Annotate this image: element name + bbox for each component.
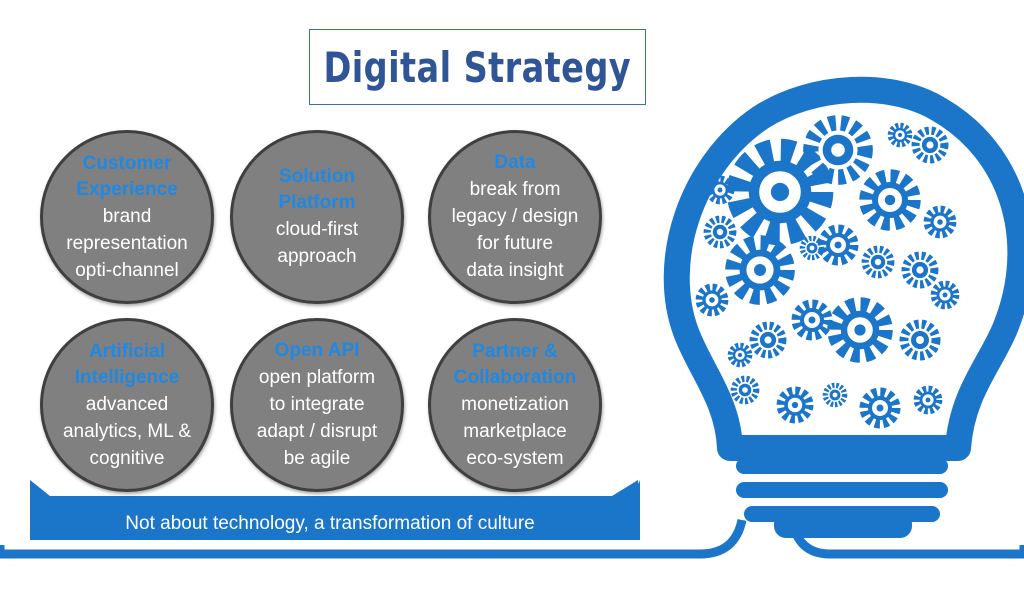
pillar-title: Experience	[76, 178, 178, 200]
pillar-solution-platform: Solution Platform cloud-first approach	[230, 130, 404, 304]
pillar-body: legacy / design	[451, 206, 579, 227]
gears	[699, 123, 956, 424]
pillar-title: Solution	[279, 166, 355, 187]
pillar-title: Partner &	[472, 340, 558, 362]
pillar-body: open platform	[258, 367, 376, 388]
pillar-title: Intelligence	[74, 366, 180, 388]
page-title: Digital Strategy	[323, 42, 632, 92]
pillar-partner-collaboration: Partner & Collaboration monetization mar…	[428, 318, 602, 492]
pillar-body: approach	[277, 246, 357, 267]
pillar-artificial-intelligence: Artificial Intelligence advanced analyti…	[40, 318, 214, 492]
pillar-body: monetization	[461, 393, 569, 415]
pillar-title: Artificial	[88, 340, 166, 362]
pillar-title: Data	[494, 152, 536, 173]
pillar-body: for future	[476, 233, 554, 254]
lightbulb-icon	[663, 76, 1024, 538]
pillar-body: break from	[469, 179, 561, 200]
pillar-body: eco-system	[466, 447, 564, 469]
pillar-body: to integrate	[269, 394, 365, 415]
pillar-body: cloud-first	[275, 219, 359, 240]
pillar-customer-experience: Customer Experience brand representation…	[40, 130, 214, 304]
pillar-body: marketplace	[463, 420, 567, 442]
pillar-body: adapt / disrupt	[256, 421, 378, 442]
pillar-title: Open API	[274, 340, 360, 361]
pillar-title: Collaboration	[453, 366, 577, 388]
pillar-body: advanced	[85, 393, 169, 415]
pillar-body: be agile	[283, 448, 351, 469]
tagline: Not about technology, a transformation o…	[125, 513, 535, 534]
pillar-body: representation	[66, 232, 188, 254]
pillar-open-api: Open API open platform to integrate adap…	[230, 318, 404, 492]
pillar-body: cognitive	[89, 447, 165, 469]
pillar-body: analytics, ML &	[62, 420, 192, 442]
pillar-title: Platform	[278, 192, 356, 213]
pillar-body: brand	[102, 205, 152, 227]
title-box: Digital Strategy	[309, 29, 646, 105]
pillar-body: opti-channel	[75, 259, 179, 281]
baseline	[0, 518, 747, 559]
pillar-title: Customer	[82, 152, 172, 174]
pillar-body: data insight	[466, 260, 564, 281]
pillar-data: Data break from legacy / design for futu…	[428, 130, 602, 304]
